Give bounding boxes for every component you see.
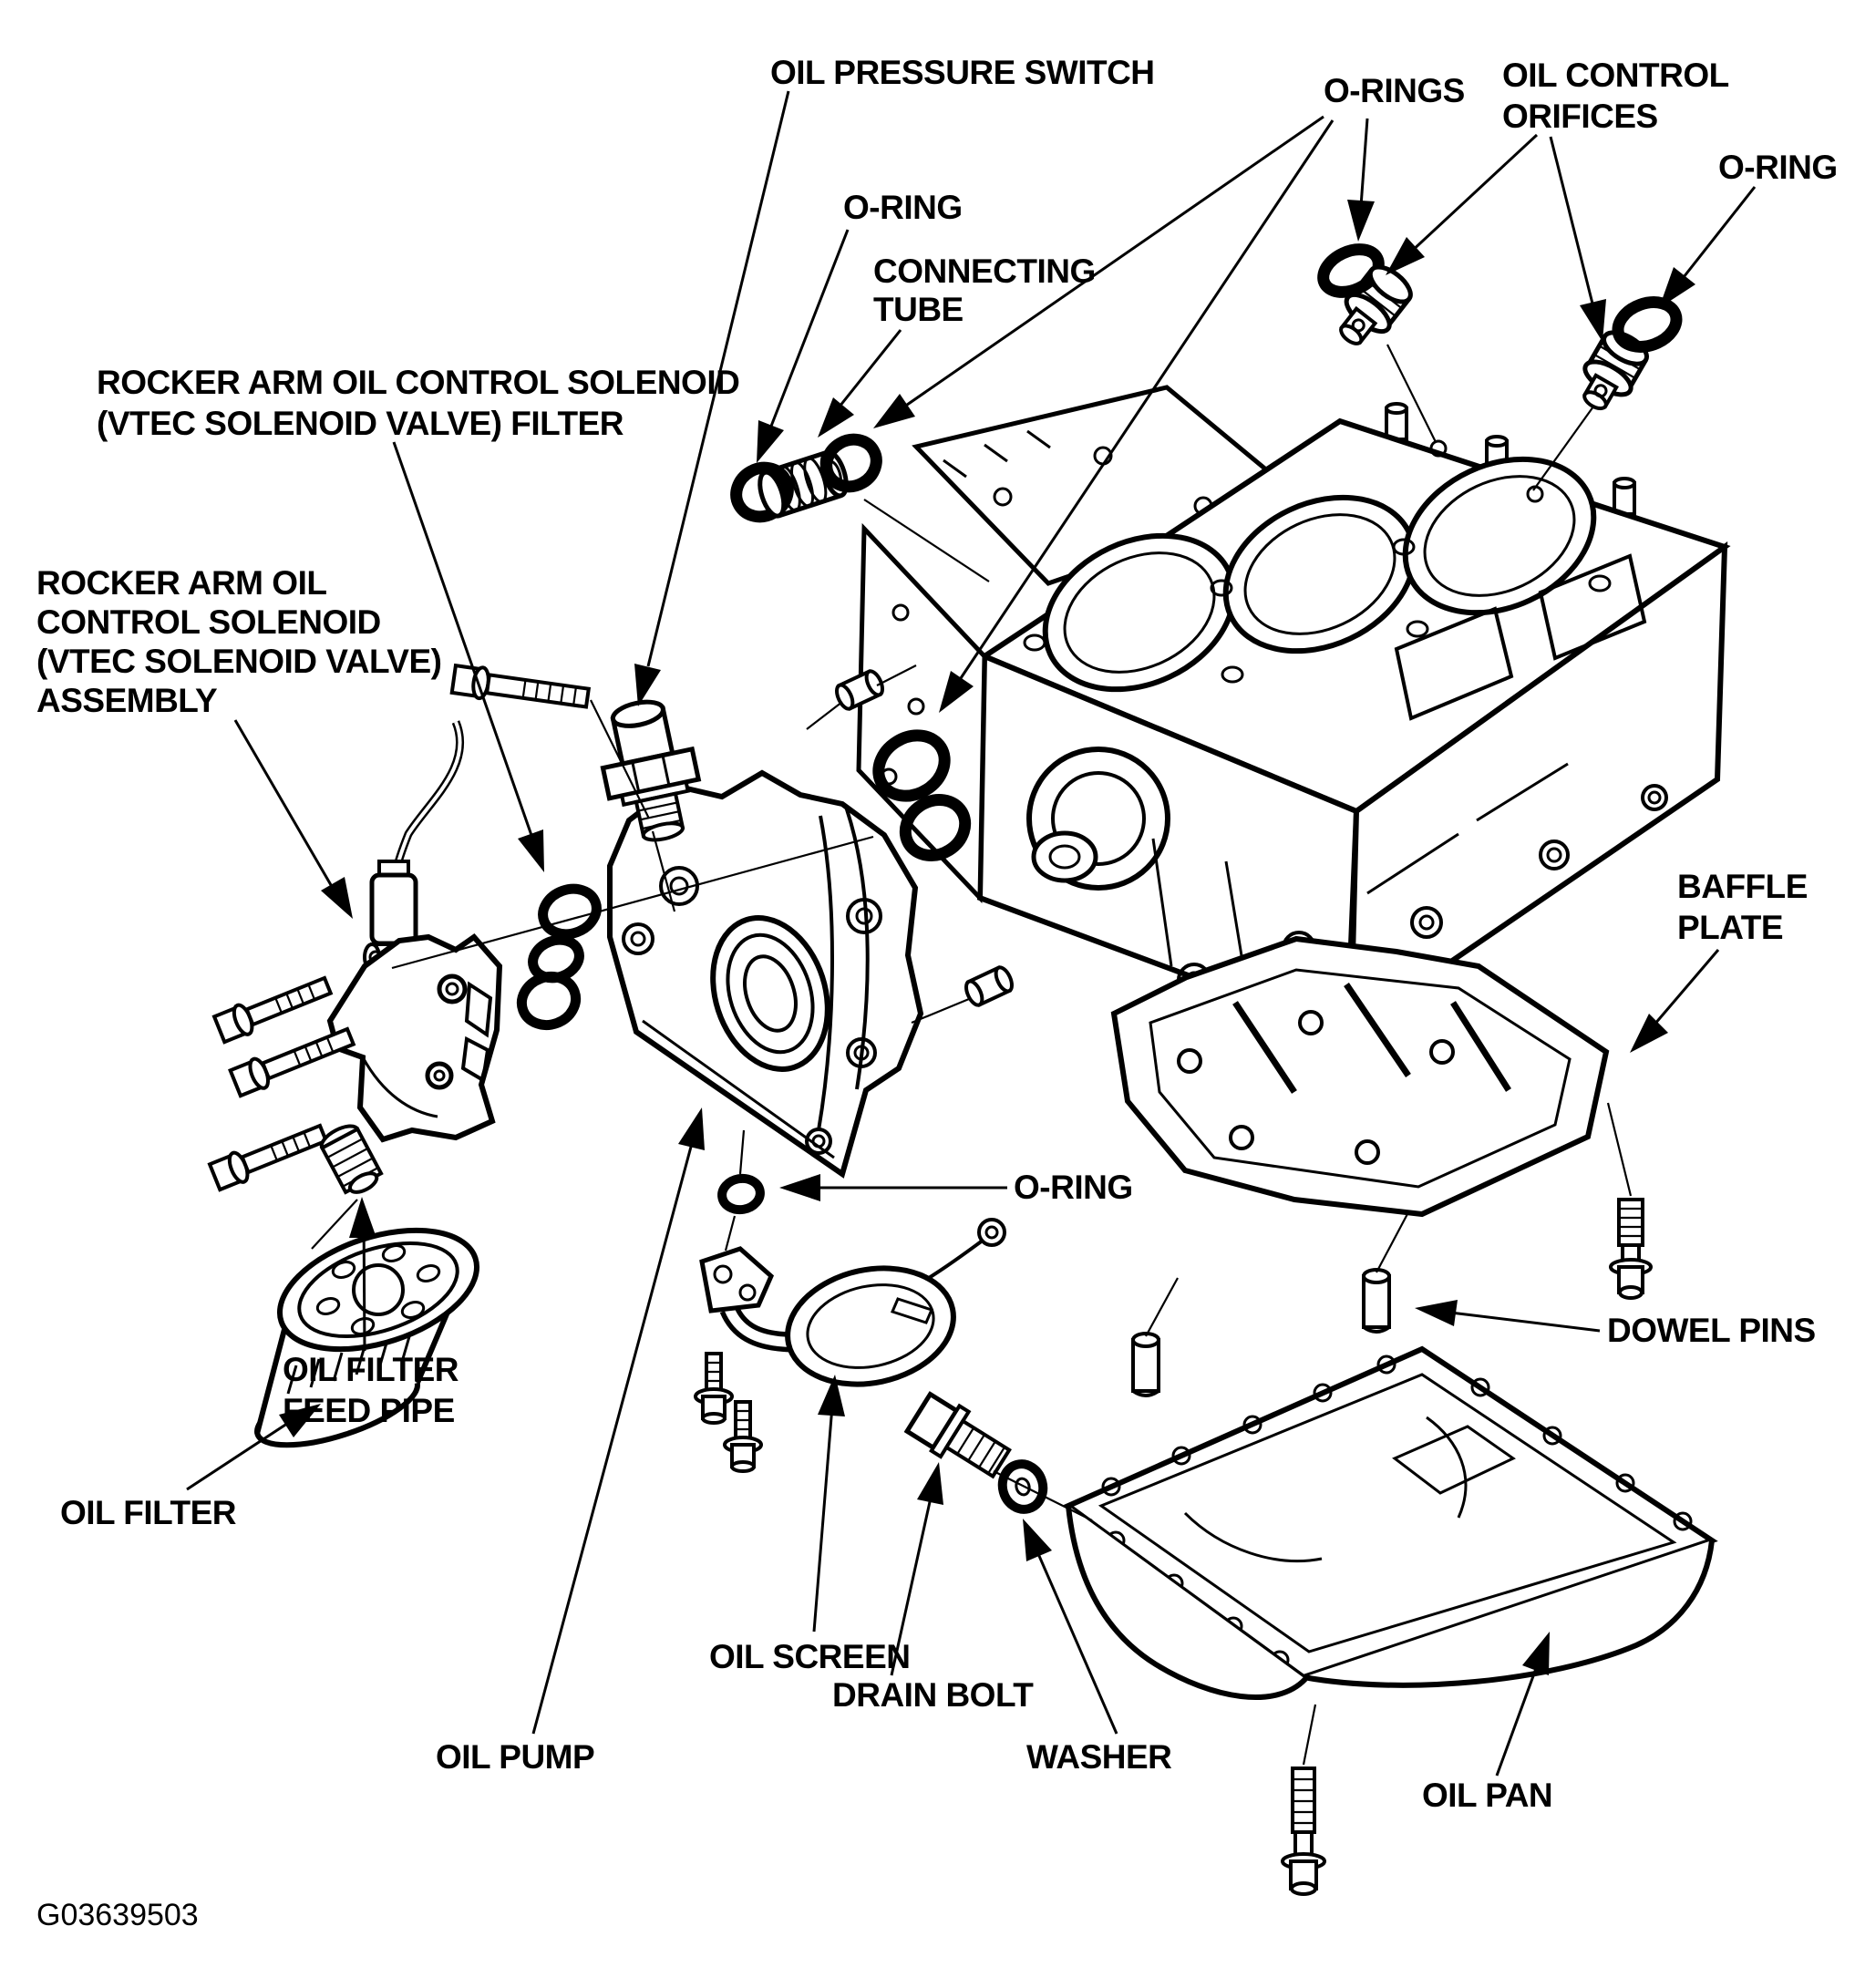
label-oil-filter-feed-pipe-line1: OIL FILTER [283, 1351, 459, 1388]
label-dowel-pins: DOWEL PINS [1607, 1312, 1816, 1349]
leader-lines [186, 90, 1757, 1777]
washer-drawing [997, 1459, 1048, 1514]
label-oil-pressure-switch: OIL PRESSURE SWITCH [770, 54, 1155, 91]
dowel-pins-drawing [1131, 1268, 1391, 1397]
label-o-rings: O-RINGS [1324, 72, 1465, 109]
label-drain-bolt: DRAIN BOLT [832, 1676, 1034, 1714]
solenoid-bolts-drawing [207, 975, 356, 1192]
label-o-ring-top-right: O-RING [1718, 149, 1838, 186]
label-vtec-assembly-line1: ROCKER ARM OIL [36, 564, 326, 602]
oil-screen-drawing [699, 1218, 1006, 1387]
labels: OIL PRESSURE SWITCH O-RINGS OIL CONTROL … [36, 54, 1838, 1932]
figure-id: G03639503 [36, 1898, 199, 1932]
label-vtec-assembly-line3: (VTEC SOLENOID VALVE) [36, 643, 441, 680]
label-o-ring-oil-pump: O-RING [1014, 1169, 1133, 1206]
label-washer: WASHER [1026, 1738, 1171, 1776]
label-baffle-plate-line1: BAFFLE [1677, 868, 1808, 905]
label-baffle-plate-line2: PLATE [1677, 909, 1783, 946]
label-oil-filter: OIL FILTER [60, 1494, 236, 1531]
o-ring-oil-pump-drawing [717, 1173, 765, 1215]
alignment-lines [311, 344, 1633, 1766]
label-vtec-assembly-line4: ASSEMBLY [36, 682, 218, 719]
label-o-ring-connecting-tube: O-RING [843, 189, 963, 226]
vtec-filter-gasket-drawing [516, 883, 602, 1030]
label-vtec-filter-line2: (VTEC SOLENOID VALVE) FILTER [97, 405, 623, 442]
connecting-tube-drawing [730, 433, 882, 523]
label-vtec-assembly-line2: CONTROL SOLENOID [36, 603, 381, 641]
baffle-plate-drawing [1110, 935, 1610, 1218]
pump-dowel-pins-drawing [835, 669, 1014, 1007]
o-rings-passage-drawing [872, 729, 972, 861]
label-vtec-filter-line1: ROCKER ARM OIL CONTROL SOLENOID [97, 364, 739, 401]
label-oil-screen: OIL SCREEN [709, 1638, 910, 1675]
label-connecting-tube-line2: TUBE [873, 291, 964, 328]
drain-bolt-drawing [903, 1391, 1012, 1479]
oil-filter-feed-pipe-drawing [319, 1124, 384, 1195]
baffle-bolt-drawing [1609, 1198, 1653, 1300]
label-oil-control-orifices-line1: OIL CONTROL [1502, 57, 1729, 94]
pump-bolt-top-drawing [449, 663, 592, 709]
oil-pan-drawing [1063, 1345, 1718, 1700]
label-oil-pan: OIL PAN [1422, 1777, 1552, 1814]
oil-control-orifices-drawing [1317, 243, 1683, 411]
oil-pressure-switch-drawing [600, 699, 702, 842]
screen-studs-drawing [694, 1352, 763, 1473]
oil-pump-drawing [607, 769, 924, 1179]
engine-block-drawing [856, 402, 1731, 1039]
label-oil-control-orifices-line2: ORIFICES [1502, 98, 1658, 135]
label-oil-pump: OIL PUMP [436, 1738, 594, 1776]
vtec-solenoid-assembly-drawing [326, 720, 503, 1143]
label-connecting-tube-line1: CONNECTING [873, 252, 1096, 290]
label-oil-filter-feed-pipe-line2: FEED PIPE [283, 1392, 455, 1429]
oil-pan-bolt-drawing [1281, 1767, 1326, 1896]
